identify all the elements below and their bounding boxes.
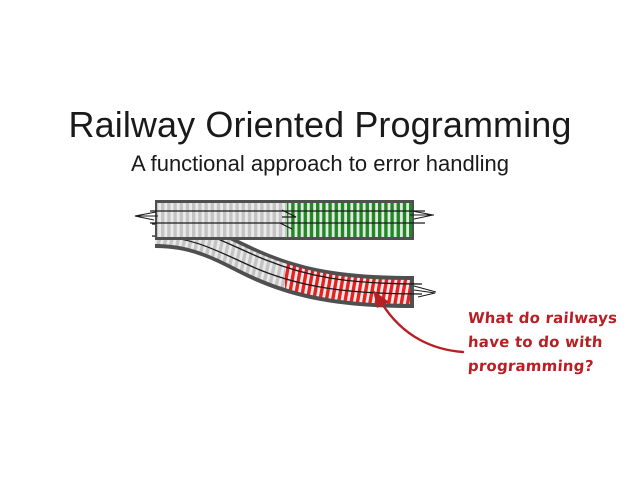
annotation-line-3: programming?	[467, 357, 595, 375]
success-sleepers-green	[287, 203, 412, 237]
annotation-text: What do railways have to do with program…	[467, 306, 628, 378]
railway-switch-diagram	[130, 190, 480, 315]
annotation-line-2: have to do with	[467, 333, 604, 351]
curved-arrow	[355, 280, 485, 360]
branch-end-rail	[413, 285, 437, 293]
arrow-head	[373, 290, 389, 308]
page-title: Railway Oriented Programming	[68, 104, 572, 145]
arrow-shaft	[379, 300, 465, 354]
main-and-success-track	[134, 200, 434, 240]
title-block: Railway Oriented Programming A functiona…	[0, 104, 640, 178]
page-subtitle: A functional approach to error handling	[131, 151, 509, 176]
entrance-arrow	[134, 211, 157, 221]
branch-end-arrow	[413, 289, 436, 298]
branch-rail-inner	[151, 235, 423, 295]
annotation-line-1: What do railways	[467, 309, 618, 327]
switch-point-blades	[279, 209, 297, 230]
main-sleepers-gray	[157, 203, 287, 237]
